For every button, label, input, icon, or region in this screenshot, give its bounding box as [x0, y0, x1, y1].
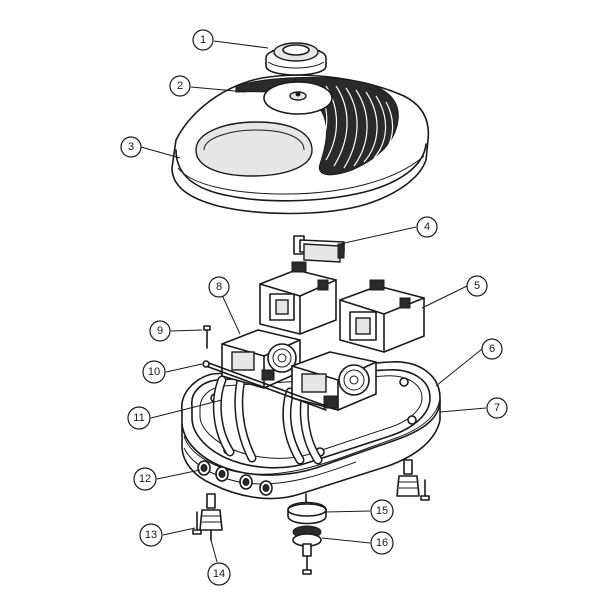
- callout-label: 14: [213, 568, 225, 580]
- callout-3: 3: [120, 136, 142, 158]
- callout-label: 6: [489, 343, 495, 355]
- leader-lines: [140, 40, 487, 563]
- callout-12: 12: [133, 467, 157, 491]
- callout-label: 1: [200, 34, 206, 46]
- grooved-top-panel: [195, 76, 399, 177]
- screw-bottom-left: [192, 511, 202, 535]
- callout-label: 4: [424, 221, 430, 233]
- callout-label: 3: [128, 141, 134, 153]
- outlet-nozzles: [197, 460, 273, 496]
- pump-unit-left: [221, 329, 301, 389]
- mounting-rod: [202, 360, 327, 411]
- callout-16: 16: [370, 531, 394, 555]
- callout-label: 11: [133, 412, 144, 424]
- callout-8: 8: [208, 276, 230, 298]
- callout-14: 14: [207, 562, 231, 586]
- top-knob: [265, 42, 327, 76]
- callout-label: 9: [157, 325, 163, 337]
- pump-unit-right: [291, 351, 377, 411]
- electromagnet-left: [259, 261, 337, 335]
- callout-label: 8: [216, 281, 222, 293]
- callout-13: 13: [139, 523, 163, 547]
- callout-9: 9: [149, 320, 171, 342]
- callout-label: 15: [376, 505, 388, 517]
- callout-label: 16: [376, 537, 388, 549]
- screw-bottom-right: [420, 479, 430, 501]
- callout-4: 4: [416, 216, 438, 238]
- electromagnet-right: [339, 279, 425, 353]
- foot-disk: [287, 493, 327, 525]
- callout-1: 1: [192, 29, 214, 51]
- rubber-foot-right: [396, 459, 420, 497]
- rubber-foot-left: [199, 493, 223, 541]
- callout-label: 7: [494, 402, 500, 414]
- callout-label: 5: [474, 280, 480, 292]
- callout-2: 2: [169, 75, 191, 97]
- air-tubing: [212, 371, 323, 465]
- callout-10: 10: [142, 360, 166, 384]
- callout-7: 7: [486, 397, 508, 419]
- callout-15: 15: [370, 499, 394, 523]
- foot-pad: [292, 525, 322, 575]
- callout-label: 2: [177, 80, 183, 92]
- callout-11: 11: [127, 406, 151, 430]
- callout-label: 13: [145, 529, 157, 541]
- callout-5: 5: [466, 275, 488, 297]
- callout-label: 12: [139, 473, 151, 485]
- bracket-clip: [293, 235, 345, 263]
- callout-label: 10: [148, 366, 160, 378]
- callout-6: 6: [481, 338, 503, 360]
- screw-top: [203, 325, 211, 349]
